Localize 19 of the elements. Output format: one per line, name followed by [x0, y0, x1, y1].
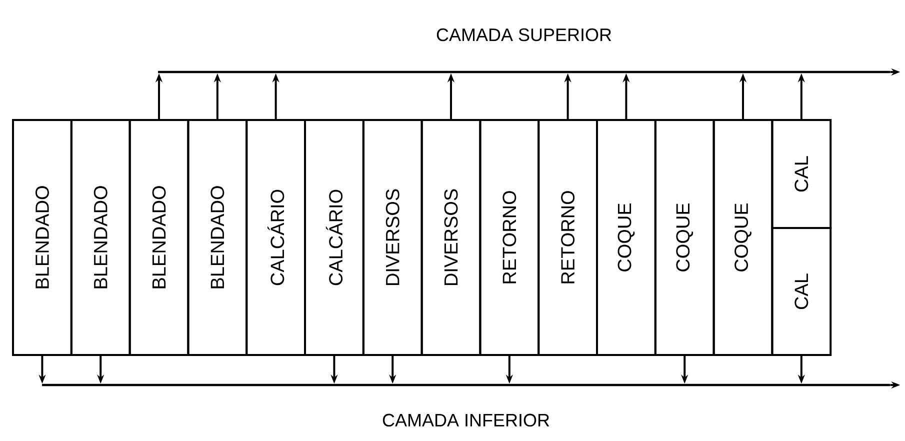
layer-bus: CAMADA SUPERIOR — [158, 28, 890, 74]
bin-box: BLENDADO — [128, 119, 190, 356]
bin-box: COQUE — [654, 119, 715, 356]
bin-box: CAL — [771, 119, 832, 229]
bin-box: CALCÁRIO — [304, 119, 364, 356]
bin-box: COQUE — [596, 119, 656, 356]
bin-box: RETORNO — [538, 119, 598, 356]
node-label: CAMADA SUPERIOR — [436, 28, 612, 42]
bin-box: CALCÁRIO — [246, 119, 306, 356]
bin-box: CAL — [771, 227, 832, 356]
bin-box: DIVERSOS — [420, 119, 482, 356]
layer-bus: CAMADA INFERIOR — [42, 384, 890, 427]
node-label: CAMADA INFERIOR — [382, 414, 550, 427]
bin-box: BLENDADO — [187, 119, 248, 356]
bin-box: DIVERSOS — [362, 119, 423, 356]
bin-box: COQUE — [712, 119, 774, 356]
bin-box: BLENDADO — [70, 119, 131, 356]
bin-box: BLENDADO — [12, 119, 72, 356]
bin-box: RETORNO — [479, 119, 540, 356]
